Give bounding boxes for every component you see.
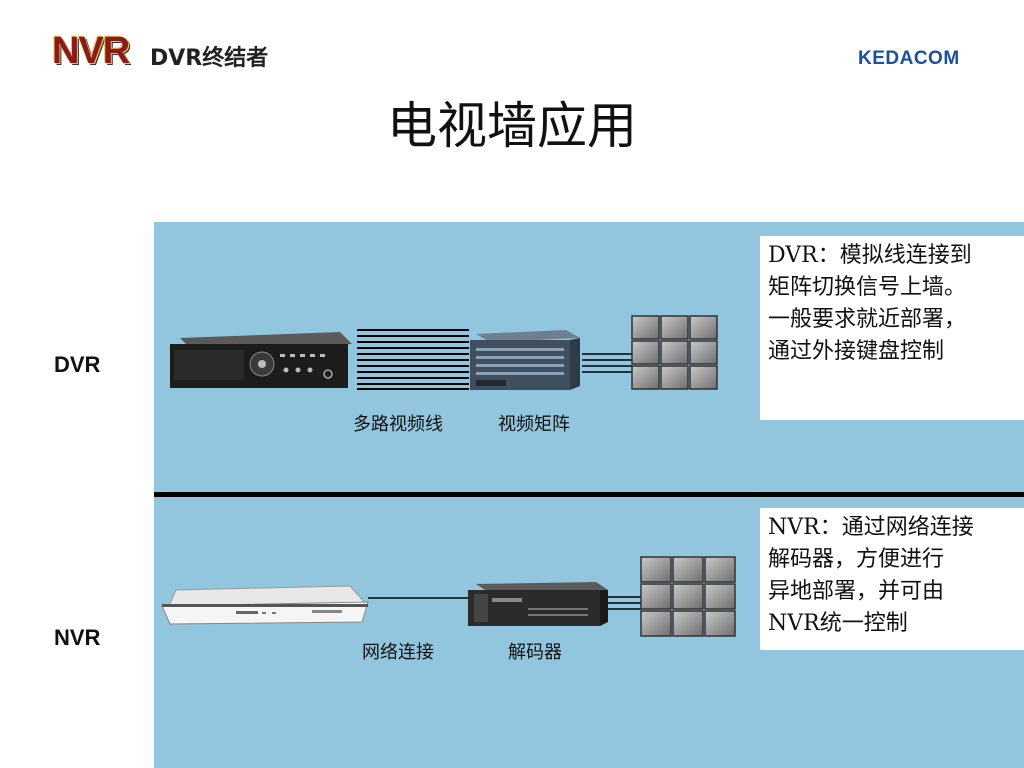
nvr-note-line: 解码器，方便进行 <box>768 547 945 572</box>
decoder-wall-cables-icon <box>608 596 642 610</box>
dvr-note-line: DVR：模拟线连接到 <box>768 243 972 268</box>
nvr-logo: NVR <box>52 30 130 72</box>
nvr-note-line: NVR统一控制 <box>768 611 908 636</box>
nvr-video-wall-icon <box>640 556 736 637</box>
dvr-note-line: 通过外接键盘控制 <box>768 339 945 364</box>
dvr-note-line: 一般要求就近部署， <box>768 307 967 332</box>
page-title: 电视墙应用 <box>387 97 637 155</box>
nvr-note: NVR：通过网络连接 解码器，方便进行 异地部署，并可由 NVR统一控制 <box>760 508 1024 650</box>
dvr-row-label: DVR <box>54 352 101 377</box>
brand-logo: KEDACOM <box>858 48 960 69</box>
decoder-icon <box>468 582 608 626</box>
dvr-device-icon <box>170 332 352 388</box>
video-cables-caption: 多路视频线 <box>353 414 443 435</box>
logo-text: DVR终结者 <box>150 46 269 71</box>
decoder-caption: 解码器 <box>508 642 562 663</box>
nvr-device-icon <box>161 585 369 625</box>
dvr-note: DVR：模拟线连接到 矩阵切换信号上墙。 一般要求就近部署， 通过外接键盘控制 <box>760 236 1024 420</box>
row-divider <box>154 492 1024 497</box>
video-cables-icon <box>357 329 469 390</box>
nvr-note-line: 异地部署，并可由 <box>768 579 945 604</box>
dvr-note-line: 矩阵切换信号上墙。 <box>768 275 967 300</box>
matrix-wall-cables-icon <box>582 353 632 373</box>
nvr-row-label: NVR <box>54 625 101 650</box>
video-matrix-caption: 视频矩阵 <box>498 414 570 435</box>
video-matrix-icon <box>470 330 580 390</box>
network-link-caption: 网络连接 <box>362 642 434 663</box>
network-link-icon <box>368 597 470 599</box>
nvr-note-line: NVR：通过网络连接 <box>768 515 974 540</box>
dvr-video-wall-icon <box>631 315 718 390</box>
